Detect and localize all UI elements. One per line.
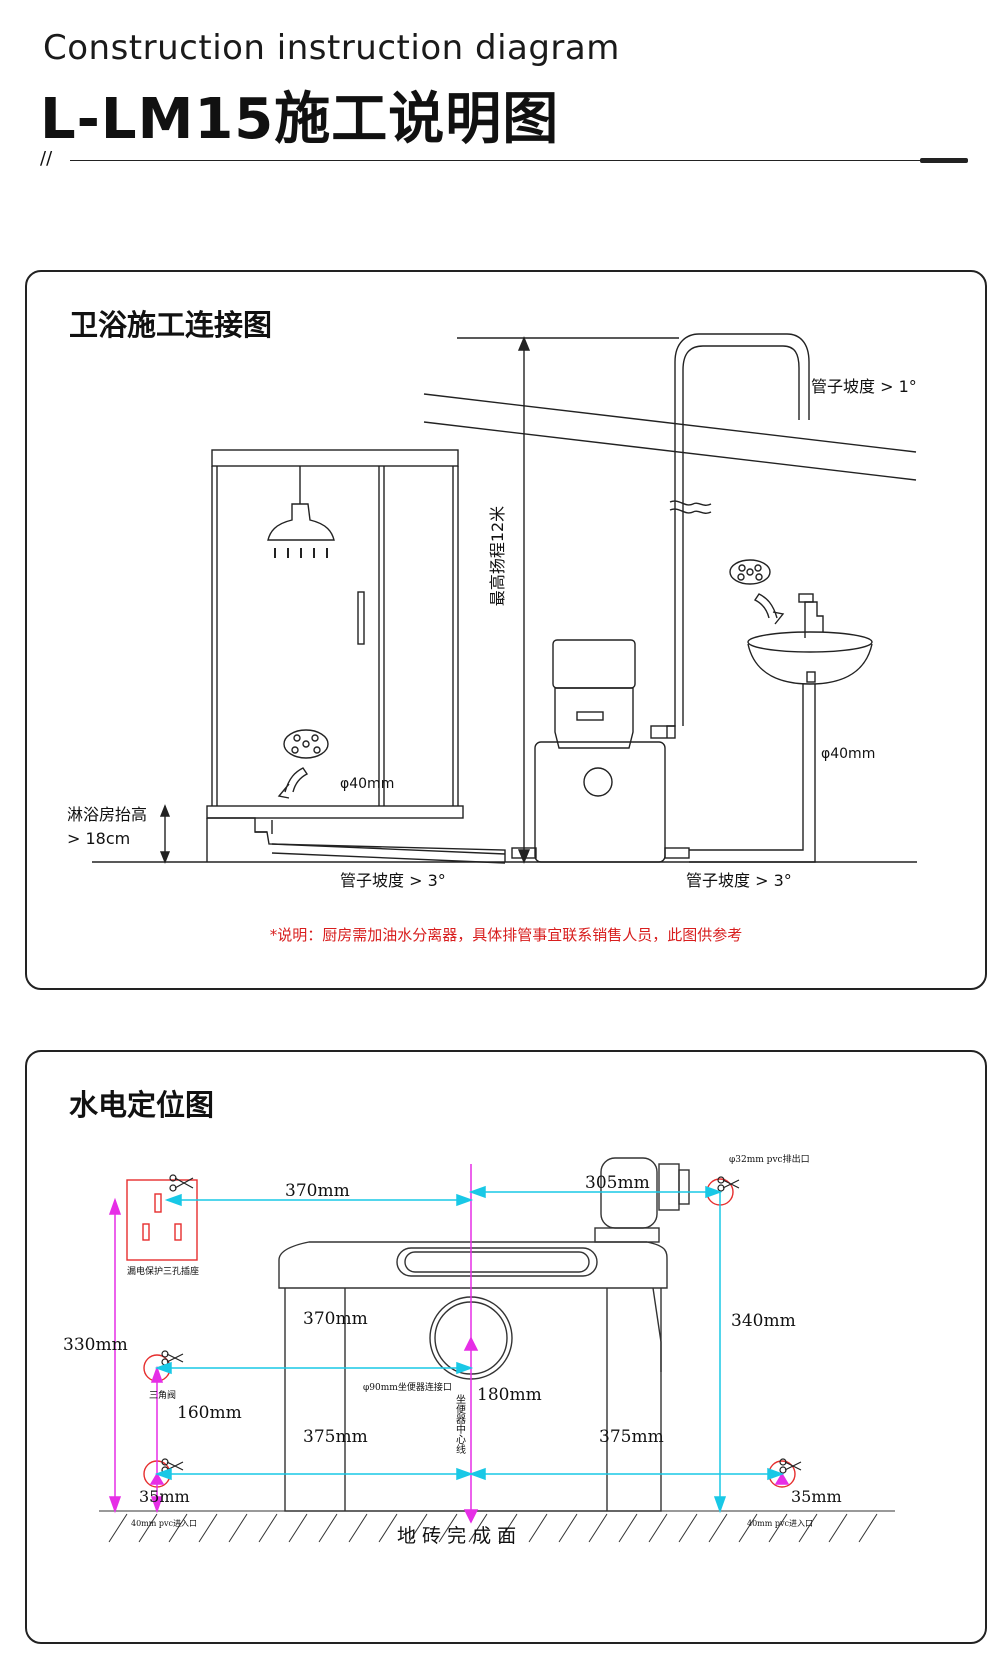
pump-port [583, 767, 613, 797]
drain-icon-basin [729, 559, 771, 585]
shower-door-handle [357, 591, 365, 645]
label-dim-370-top: 370mm [285, 1181, 350, 1201]
label-max-head: 最高扬程12米 [488, 506, 507, 606]
label-angle-valve: 三角阀 [149, 1389, 176, 1401]
label-pipe-40-right: φ40mm [821, 746, 875, 762]
label-dim-340: 340mm [731, 1311, 796, 1331]
ceiling-line-upper [423, 393, 917, 453]
scissor-icon-inlet-left [166, 1461, 184, 1471]
label-socket: 漏电保护三孔插座 [127, 1265, 199, 1277]
discharge-pipe [666, 333, 810, 738]
pump-unit [534, 741, 666, 863]
label-pipe-slope-left: 管子坡度 > 3° [340, 871, 446, 890]
toilet-tank [552, 639, 636, 689]
flow-arrow-shower [277, 767, 309, 799]
pump-handle-slot [396, 1247, 598, 1277]
label-center-line: 坐便器中心线 [454, 1394, 466, 1454]
label-shower-raise-2: > 18cm [67, 829, 130, 848]
label-dim-180: 180mm [477, 1385, 542, 1405]
page-title: L-LM15施工说明图 [40, 87, 560, 152]
header-divider [70, 160, 968, 161]
label-dim-305: 305mm [585, 1173, 650, 1193]
label-pipe-slope-top: 管子坡度 > 1° [811, 377, 917, 396]
bathroom-connection-diagram: 管子坡度 > 1° 最高扬程12米 φ40mm φ40mm 淋浴房抬高 > 18… [67, 333, 917, 944]
label-pipe-40-left: φ40mm [340, 776, 394, 792]
shower-roof [211, 449, 459, 467]
label-dim-35-left: 35mm [139, 1487, 190, 1506]
electrical-socket [126, 1179, 198, 1261]
bathroom-connection-panel: 卫浴施工连接图 [25, 270, 987, 990]
label-inlet-left: 40mm pvc进入口 [131, 1519, 197, 1528]
flow-arrow-basin [753, 593, 785, 625]
label-dim-375-right: 375mm [599, 1427, 664, 1447]
pump-lid [278, 1241, 668, 1289]
panel-title-layout: 水电定位图 [69, 1088, 215, 1122]
label-dim-375-left: 375mm [303, 1427, 368, 1447]
label-dim-160: 160mm [177, 1403, 242, 1423]
header-divider-accent [920, 158, 968, 163]
basin-drain-pipe [689, 684, 804, 851]
discharge-elbow [600, 1157, 658, 1229]
note-text: *说明：厨房需加油水分离器，具体排管事宜联系销售人员，此图供参考 [270, 926, 743, 944]
plumbing-electric-layout-diagram: 370mm 305mm φ32mm pvc排出口 漏电保护三孔插座 330mm … [63, 1153, 895, 1547]
ceiling-line-lower [423, 421, 917, 481]
label-inlet-right: 40mm pvc进入口 [747, 1519, 813, 1528]
label-outlet-32: φ32mm pvc排出口 [729, 1153, 810, 1165]
label-dim-330: 330mm [63, 1335, 128, 1355]
label-dim-35-right: 35mm [791, 1487, 842, 1506]
scissor-icon-outlet [722, 1179, 740, 1189]
label-shower-raise-1: 淋浴房抬高 [67, 805, 147, 824]
plumbing-electric-layout-panel: 水电定位图 [25, 1050, 987, 1644]
label-pipe-slope-right: 管子坡度 > 3° [686, 871, 792, 890]
header-marker: // [40, 148, 53, 169]
label-toilet-port: φ90mm坐便器连接口 [363, 1381, 452, 1393]
faucet [804, 601, 824, 638]
wash-basin [747, 631, 873, 653]
scissor-icon-valve [166, 1353, 184, 1363]
toilet-bowl [554, 687, 634, 749]
drain-icon-shower [283, 729, 329, 759]
scissor-icon-socket [174, 1177, 194, 1189]
header-subtitle: Construction instruction diagram [43, 28, 620, 68]
shower-tray [206, 805, 464, 819]
shower-head [267, 503, 335, 541]
scissor-icon-inlet-right [784, 1461, 802, 1471]
label-floor: 地 砖 完 成 面 [397, 1525, 516, 1547]
max-head-arrow-top [517, 336, 531, 351]
label-dim-370-mid: 370mm [303, 1309, 368, 1329]
panel-title-bathroom: 卫浴施工连接图 [69, 308, 273, 342]
max-head-arrow-bottom [517, 849, 531, 864]
